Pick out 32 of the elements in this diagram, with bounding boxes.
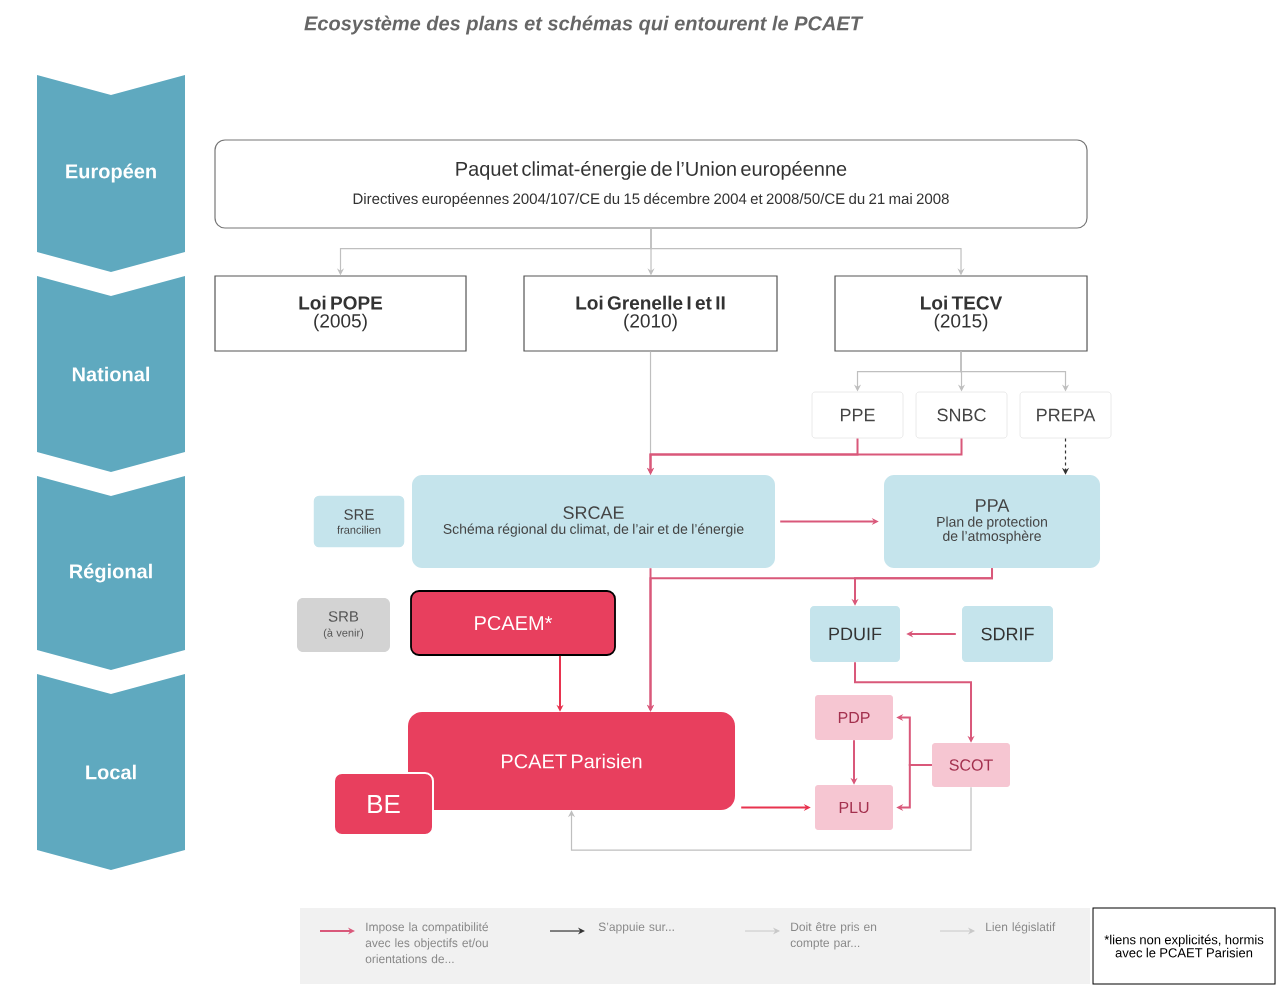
plan-box: SCOT: [932, 743, 1010, 787]
legend-text: Impose la compatibilité avec les objectifs et/ou orientations de...: [365, 922, 489, 964]
law-box: Loi TECV (2015): [834, 275, 1088, 352]
title: Ecosystème des plans et schémas qui entourent le PCAET: [304, 15, 864, 35]
level-band: National: [37, 276, 185, 472]
arrow: [896, 764, 933, 812]
law-box: Loi Grenelle I et II (2010): [523, 275, 778, 352]
plan-box: PCAEM*: [410, 590, 616, 656]
plan-box: PDUIF: [810, 606, 900, 662]
scheme-box: PPA Plan de protection de l’atmosphère: [884, 475, 1100, 568]
level-band: Régional: [37, 476, 185, 670]
legend-text: Doit être pris en compte par...: [790, 922, 877, 950]
scheme-box: SRB (à venir): [297, 598, 390, 652]
scheme-box: SRCAE Schéma régional du climat, de l’air et de l’énergie: [412, 475, 775, 568]
plan-box: PPE: [811, 391, 904, 439]
level-band: Européen: [37, 75, 185, 272]
level-band: Local: [37, 674, 185, 870]
arrow: [854, 661, 975, 743]
law-box: Loi POPE (2005): [214, 275, 467, 352]
info-box: Paquet climat-énergie de l’Union européenne Directives européennes 2004/107/CE du 15 décembre 2004 et 2008/50/CE du 21 mai 2008: [214, 139, 1088, 229]
scheme-box: SRE francilien: [312, 494, 406, 549]
plan-box: PLU: [815, 785, 893, 830]
legend-text: Lien législatif: [986, 922, 1056, 934]
plan-box: SNBC: [915, 391, 1008, 439]
legend-text: S’appuie sur...: [598, 922, 674, 934]
arrow: [567, 786, 972, 851]
plan-box: PREPA: [1019, 391, 1112, 439]
plan-box: PDP: [815, 695, 893, 740]
plan-box: BE: [333, 772, 434, 836]
plan-box: SDRIF: [962, 606, 1053, 662]
note-box: *liens non explicités, hormis avec le PCAET Parisien: [1092, 907, 1276, 985]
plan-box: PCAET Parisien: [408, 712, 735, 810]
